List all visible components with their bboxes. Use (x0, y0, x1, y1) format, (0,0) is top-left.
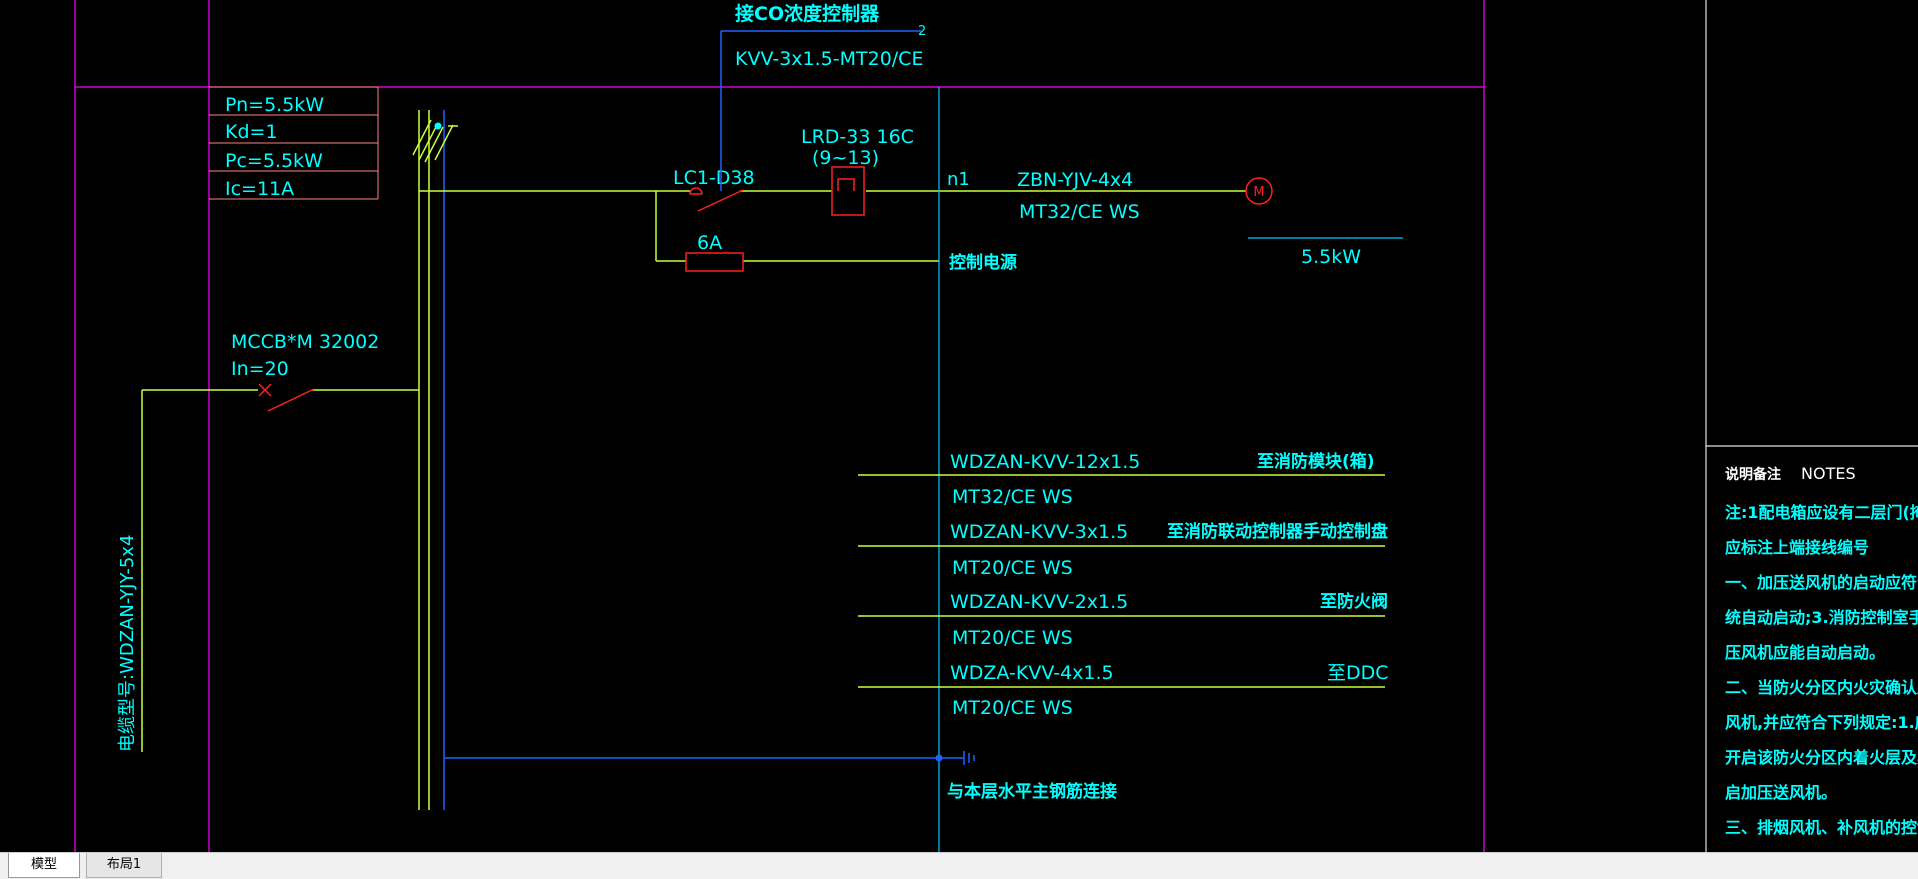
signal-row-2-dest: 至消防联动控制器手动控制盘 (1167, 521, 1388, 542)
signal-row-2-cable: WDZAN-KVV-3x1.5 (950, 521, 1128, 543)
notes-line-8: 开启该防火分区内着火层及其相邻 (1725, 748, 1918, 767)
ground-note: 与本层水平主钢筋连接 (947, 781, 1117, 802)
notes-panel-border (1705, 0, 1918, 852)
signal-row-4-conduit: MT20/CE WS (952, 697, 1073, 719)
thermal-relay-symbol (831, 166, 865, 216)
motor-power-label: 5.5kW (1301, 246, 1361, 268)
notes-line-10: 三、排烟风机、补风机的控制方式 (1725, 818, 1918, 837)
motor-feeder-line (419, 190, 1246, 262)
main-breaker-symbol (258, 383, 315, 412)
signal-row-3-dest: 至防火阀 (1320, 591, 1388, 612)
fuse-symbol (685, 252, 744, 272)
busbar-hatch (412, 119, 458, 163)
main-breaker-model: MCCB*M 32002 (231, 331, 379, 353)
notes-line-5: 压风机应能自动启动。 (1725, 643, 1885, 662)
busbar (418, 110, 445, 810)
signal-row-4-dest: 至DDC (1327, 662, 1389, 684)
co-controller-branch (720, 30, 921, 191)
notes-line-6: 二、当防火分区内火灾确认后,应 (1725, 678, 1918, 697)
motor-symbol (1245, 177, 1273, 205)
notes-line-7: 风机,并应符合下列规定:1.应开启 (1725, 713, 1918, 732)
notes-line-9: 启加压送风机。 (1725, 783, 1837, 802)
signal-row-3-conduit: MT20/CE WS (952, 627, 1073, 649)
notes-line-3: 一、加压送风机的启动应符合下列 (1725, 573, 1918, 592)
notes-title-cn: 说明备注 (1725, 466, 1781, 483)
incoming-cable-label: 电缆型号:WDZAN-YJY-5x4 (117, 535, 138, 752)
notes-title-en: NOTES (1801, 464, 1856, 483)
contactor-label: LC1-D38 (673, 167, 755, 189)
co-cable-label: KVV-3x1.5-MT20/CE (735, 48, 923, 70)
load-table: Pn=5.5kW Kd=1 Pc=5.5kW Ic=11A (209, 86, 379, 200)
circuit-number: n1 (947, 169, 970, 190)
fuse-label: 6A (697, 232, 722, 254)
load-pc: Pc=5.5kW (225, 150, 323, 172)
ground-line (444, 751, 975, 765)
signal-row-1-conduit: MT32/CE WS (952, 486, 1073, 508)
load-kd: Kd=1 (225, 121, 278, 143)
cad-drawing-canvas[interactable]: Pn=5.5kW Kd=1 Pc=5.5kW Ic=11A LC1-D38 (0, 0, 1918, 852)
motor-letter: M (1253, 185, 1264, 200)
tab-layout1[interactable]: 布局1 (86, 853, 162, 878)
main-breaker-rating: In=20 (231, 358, 289, 380)
contactor-symbol (689, 187, 744, 212)
ground-node (935, 754, 943, 762)
signal-row-1-dest: 至消防模块(箱) (1257, 451, 1375, 472)
layout-tab-bar: 模型 布局1 (0, 852, 1918, 879)
signal-row-1-cable: WDZAN-KVV-12x1.5 (950, 451, 1140, 473)
signal-row-4-cable: WDZA-KVV-4x1.5 (950, 662, 1114, 684)
load-ic: Ic=11A (225, 178, 294, 200)
signal-cable-lines (858, 474, 1385, 688)
control-power-label: 控制电源 (949, 252, 1017, 273)
co-controller-label: 接CO浓度控制器 (735, 2, 880, 25)
drawing-frame (74, 0, 1485, 852)
tab-model[interactable]: 模型 (8, 853, 80, 878)
relay-model-label: LRD-33 16C (801, 126, 914, 148)
co-terminal-number: 2 (918, 24, 926, 39)
busbar-node (434, 122, 442, 130)
notes-line-1: 注:1配电箱应设有二层门(掩门), (1725, 503, 1918, 522)
motor-conduit-label: MT32/CE WS (1019, 201, 1140, 223)
notes-line-2: 应标注上端接线编号 (1725, 538, 1869, 557)
signal-row-3-cable: WDZAN-KVV-2x1.5 (950, 591, 1128, 613)
notes-line-4: 统自动启动;3.消防控制室手动启 (1725, 608, 1918, 627)
load-pn: Pn=5.5kW (225, 94, 324, 116)
signal-row-2-conduit: MT20/CE WS (952, 557, 1073, 579)
motor-cable-label: ZBN-YJV-4x4 (1017, 169, 1133, 191)
incoming-feeder (141, 389, 419, 752)
relay-range-label: (9~13) (812, 147, 879, 169)
